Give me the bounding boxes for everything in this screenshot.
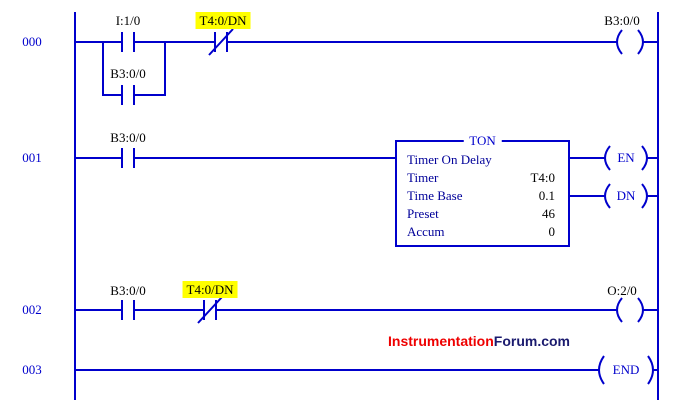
rung-number-003: 003 [22, 362, 42, 377]
ton-description-label: Timer On Delay [407, 152, 492, 167]
watermark-suffix: Forum.com [493, 333, 571, 349]
rung-003-graphics [75, 355, 658, 385]
ton-param-label: Preset [407, 206, 439, 221]
ton-param-value: T4:0 [530, 170, 555, 185]
no-contact-icon [121, 32, 135, 52]
contact-address-label: B3:0/0 [110, 283, 146, 298]
no-contact-icon [121, 85, 135, 105]
contact-address-label: I:1/0 [115, 13, 141, 28]
ton-parameter-row: Timer T4:0 [397, 169, 568, 187]
watermark: InstrumentationForum.com [388, 333, 570, 349]
output-coil-icon [616, 29, 644, 55]
coil-address-label: B3:0/0 [604, 13, 640, 28]
watermark-brand: Instrumentation [388, 333, 494, 349]
rung-number-002: 002 [22, 302, 42, 317]
ton-description-row: Timer On Delay [397, 151, 568, 169]
ton-param-value: 0.1 [538, 188, 555, 203]
ton-param-value: 0 [548, 224, 556, 239]
en-coil-icon [604, 145, 648, 171]
rung-002-graphics [75, 296, 658, 324]
output-coil-icon [616, 297, 644, 323]
end-coil-icon [598, 355, 654, 385]
rung-001-graphics [75, 145, 658, 209]
ton-param-label: Accum [407, 224, 445, 239]
no-contact-icon [121, 148, 135, 168]
en-bit-label: EN [617, 150, 635, 165]
contact-address-label: B3:0/0 [110, 130, 146, 145]
rung-000-graphics [75, 28, 658, 105]
end-label: END [612, 362, 640, 377]
branch-contact-address-label: B3:0/0 [110, 66, 146, 81]
dn-bit-label: DN [616, 188, 636, 203]
rung-number-000: 000 [22, 34, 42, 49]
ton-instruction-block: TON Timer On Delay Timer T4:0 Time Base … [395, 134, 570, 247]
contact-address-label-highlighted: T4:0/DN [195, 12, 251, 29]
dn-coil-icon [604, 183, 648, 209]
ton-parameter-row: Time Base 0.1 [397, 187, 568, 205]
ton-parameter-row: Accum 0 [397, 223, 568, 241]
ton-parameter-rows: Timer On Delay Timer T4:0 Time Base 0.1 … [397, 142, 568, 241]
ton-param-label: Timer [407, 170, 439, 185]
ton-param-label: Time Base [407, 188, 463, 203]
ton-param-value: 46 [542, 206, 555, 221]
nc-contact-icon [208, 28, 234, 56]
contact-address-label-highlighted: T4:0/DN [182, 281, 238, 298]
no-contact-icon [121, 300, 135, 320]
branch-wire [102, 42, 166, 96]
rung-number-001: 001 [22, 150, 42, 165]
nc-contact-icon [197, 296, 223, 324]
coil-address-label: O:2/0 [607, 283, 637, 298]
ton-type-label: TON [463, 134, 502, 148]
ton-parameter-row: Preset 46 [397, 205, 568, 223]
